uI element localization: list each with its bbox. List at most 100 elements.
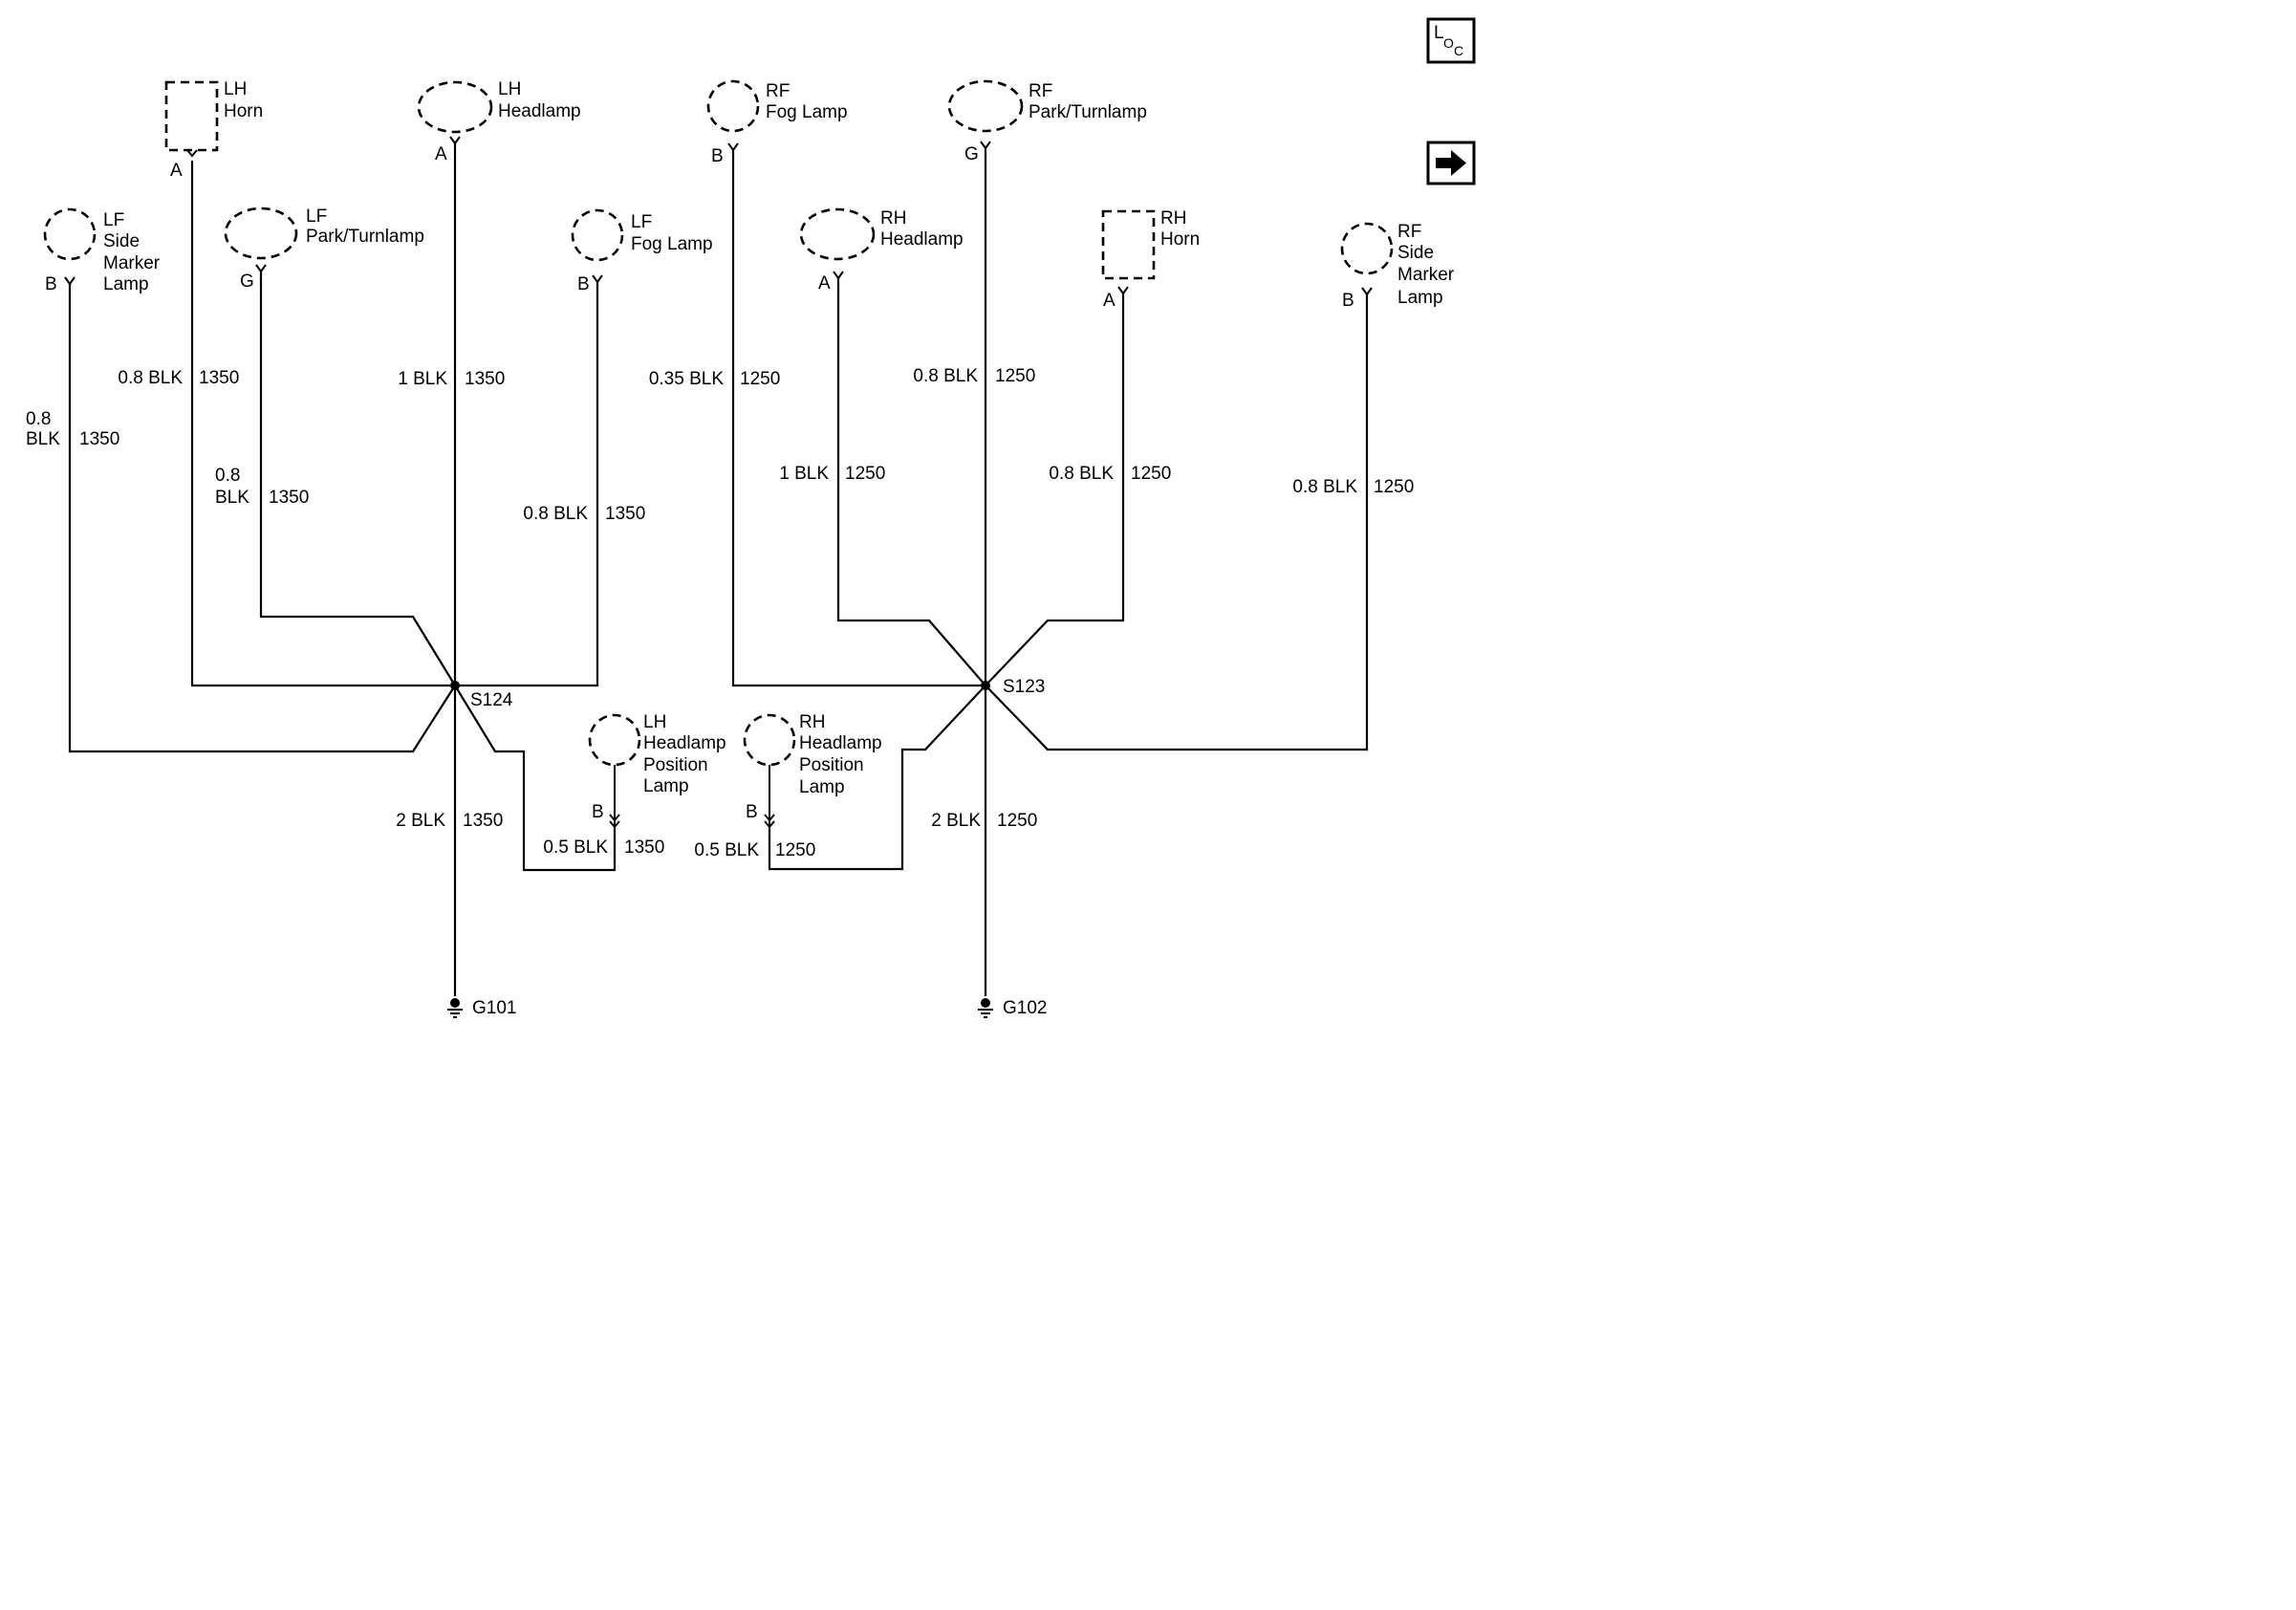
splice-s124-label: S124 xyxy=(470,690,513,710)
rf-side-marker-label-2: Side xyxy=(1397,243,1434,263)
wire-rf-fog xyxy=(731,150,986,687)
lh-horn-label-2: Horn xyxy=(224,101,263,121)
lf-fog-lamp-label-2: Fog Lamp xyxy=(631,234,713,254)
wire-rh-headlamp-size: 1 BLK xyxy=(779,464,829,484)
wire-g101-size: 2 BLK xyxy=(396,811,445,831)
wire-lf-side-marker xyxy=(68,284,456,753)
wire-lh-position xyxy=(454,685,617,872)
rf-fog-lamp: RF Fog Lamp B xyxy=(706,79,848,166)
ground-g102: G102 xyxy=(978,998,1047,1018)
lf-side-marker-lamp: LF Side Marker Lamp B xyxy=(43,207,161,294)
lf-side-marker-label-2: Side xyxy=(103,231,140,251)
lf-park-turnlamp: LF Park/Turnlamp G xyxy=(224,207,424,292)
wire-lh-headlamp-circuit: 1350 xyxy=(465,369,505,389)
wire-lf-park-circuit: 1350 xyxy=(269,488,309,508)
rh-position-label-3: Position xyxy=(799,755,864,775)
wire-rh-position-circuit: 1250 xyxy=(775,840,815,860)
rh-horn-label-2: Horn xyxy=(1160,229,1200,250)
wire-rf-park-size: 0.8 BLK xyxy=(913,366,978,386)
rh-horn-label-1: RH xyxy=(1160,208,1186,228)
wire-rh-position xyxy=(768,685,986,871)
wire-lf-fog-circuit: 1350 xyxy=(605,504,645,524)
lh-headlamp-pin: A xyxy=(435,144,447,164)
wire-rh-horn-size: 0.8 BLK xyxy=(1049,464,1114,484)
lf-fog-lamp-label-1: LF xyxy=(631,212,652,232)
wire-lh-horn-size: 0.8 BLK xyxy=(118,368,183,388)
lf-side-marker-label-3: Marker xyxy=(103,253,161,273)
lh-headlamp-label-1: LH xyxy=(498,79,521,99)
lf-fog-lamp: LF Fog Lamp B xyxy=(571,208,713,294)
wire-rh-position-size: 0.5 BLK xyxy=(694,840,759,860)
wire-lh-position-circuit: 1350 xyxy=(624,838,664,858)
rf-side-marker-lamp: RF Side Marker Lamp B xyxy=(1340,222,1455,311)
lh-position-pin: B xyxy=(592,802,604,822)
rf-side-marker-label-3: Marker xyxy=(1397,265,1455,285)
lh-horn-label-1: LH xyxy=(224,79,247,99)
loc-badge-c: C xyxy=(1454,43,1463,58)
rh-position-label-1: RH xyxy=(799,712,825,732)
lh-position-label-1: LH xyxy=(643,712,666,732)
lh-horn: LH Horn A xyxy=(164,79,263,181)
wire-lf-fog-size: 0.8 BLK xyxy=(523,504,588,524)
wire-rf-fog-circuit: 1250 xyxy=(740,369,780,389)
wires-s124 xyxy=(68,143,617,996)
wire-rh-horn-circuit: 1250 xyxy=(1131,464,1171,484)
rf-side-marker-pin: B xyxy=(1342,291,1354,311)
wire-lf-park-size-2: BLK xyxy=(215,488,249,508)
rf-side-marker-label-4: Lamp xyxy=(1397,288,1443,308)
lh-headlamp: LH Headlamp A xyxy=(417,79,581,164)
wire-lh-horn xyxy=(190,161,455,687)
loc-badge-l: L xyxy=(1434,23,1444,43)
ground-g102-label: G102 xyxy=(1003,998,1047,1018)
wire-lf-park xyxy=(259,272,456,686)
rh-position-label-4: Lamp xyxy=(799,777,845,797)
wire-lf-side-circuit: 1350 xyxy=(79,429,119,449)
wire-lh-headlamp-size: 1 BLK xyxy=(398,369,447,389)
loc-badge-o: O xyxy=(1443,35,1454,51)
wire-lh-horn-circuit: 1350 xyxy=(199,368,239,388)
wire-labels: 0.8 BLK 1350 0.8 BLK 1350 0.8 BLK 1350 1… xyxy=(26,366,1414,860)
wire-lh-position-size: 0.5 BLK xyxy=(543,838,608,858)
rh-headlamp: RH Headlamp A xyxy=(799,207,964,294)
wire-g102-circuit: 1250 xyxy=(997,811,1037,831)
rh-horn: RH Horn A xyxy=(1101,208,1200,311)
lf-park-turnlamp-label-1: LF xyxy=(306,207,327,227)
arrow-right-icon xyxy=(1436,150,1466,176)
rh-position-label-2: Headlamp xyxy=(799,733,882,753)
wire-g101-circuit: 1350 xyxy=(463,811,503,831)
rf-fog-lamp-label-1: RF xyxy=(766,81,790,101)
splice-s123: S123 xyxy=(981,677,1045,697)
lf-side-marker-label-1: LF xyxy=(103,210,124,230)
ground-g101: G101 xyxy=(447,998,516,1018)
loc-badge[interactable]: L O C xyxy=(1426,17,1476,64)
rf-fog-lamp-label-2: Fog Lamp xyxy=(766,102,848,122)
wire-rf-side-size: 0.8 BLK xyxy=(1292,477,1357,497)
lf-fog-lamp-pin: B xyxy=(577,274,590,294)
rf-park-turnlamp-pin: G xyxy=(964,144,979,164)
lh-headlamp-label-2: Headlamp xyxy=(498,101,581,121)
rf-park-turnlamp: RF Park/Turnlamp G xyxy=(947,79,1147,164)
rf-park-turnlamp-label-1: RF xyxy=(1029,81,1052,101)
wire-lf-fog xyxy=(455,282,599,687)
lh-horn-pin: A xyxy=(170,161,183,181)
wire-rf-fog-size: 0.35 BLK xyxy=(649,369,724,389)
lf-park-turnlamp-pin: G xyxy=(240,272,254,292)
rh-headlamp-label-2: Headlamp xyxy=(880,229,964,250)
ground-icon xyxy=(978,998,993,1018)
wire-lf-side-size-1: 0.8 xyxy=(26,409,51,429)
wire-rf-side-marker xyxy=(985,294,1369,751)
splice-s123-label: S123 xyxy=(1003,677,1045,697)
wire-rh-headlamp-circuit: 1250 xyxy=(845,464,885,484)
wire-lf-side-size-2: BLK xyxy=(26,429,60,449)
lf-side-marker-pin: B xyxy=(45,274,57,294)
ground-g101-label: G101 xyxy=(472,998,516,1018)
rh-headlamp-position-lamp: RH Headlamp Position Lamp B xyxy=(743,712,882,829)
wire-g102-size: 2 BLK xyxy=(931,811,981,831)
next-page-button[interactable] xyxy=(1426,141,1476,185)
lf-park-turnlamp-label-2: Park/Turnlamp xyxy=(306,227,424,247)
lh-position-label-4: Lamp xyxy=(643,776,689,796)
rh-headlamp-label-1: RH xyxy=(880,208,906,228)
rh-headlamp-pin: A xyxy=(818,273,831,294)
ground-icon xyxy=(447,998,463,1018)
wiring-diagram: L O C LH Horn A xyxy=(26,17,1476,1018)
